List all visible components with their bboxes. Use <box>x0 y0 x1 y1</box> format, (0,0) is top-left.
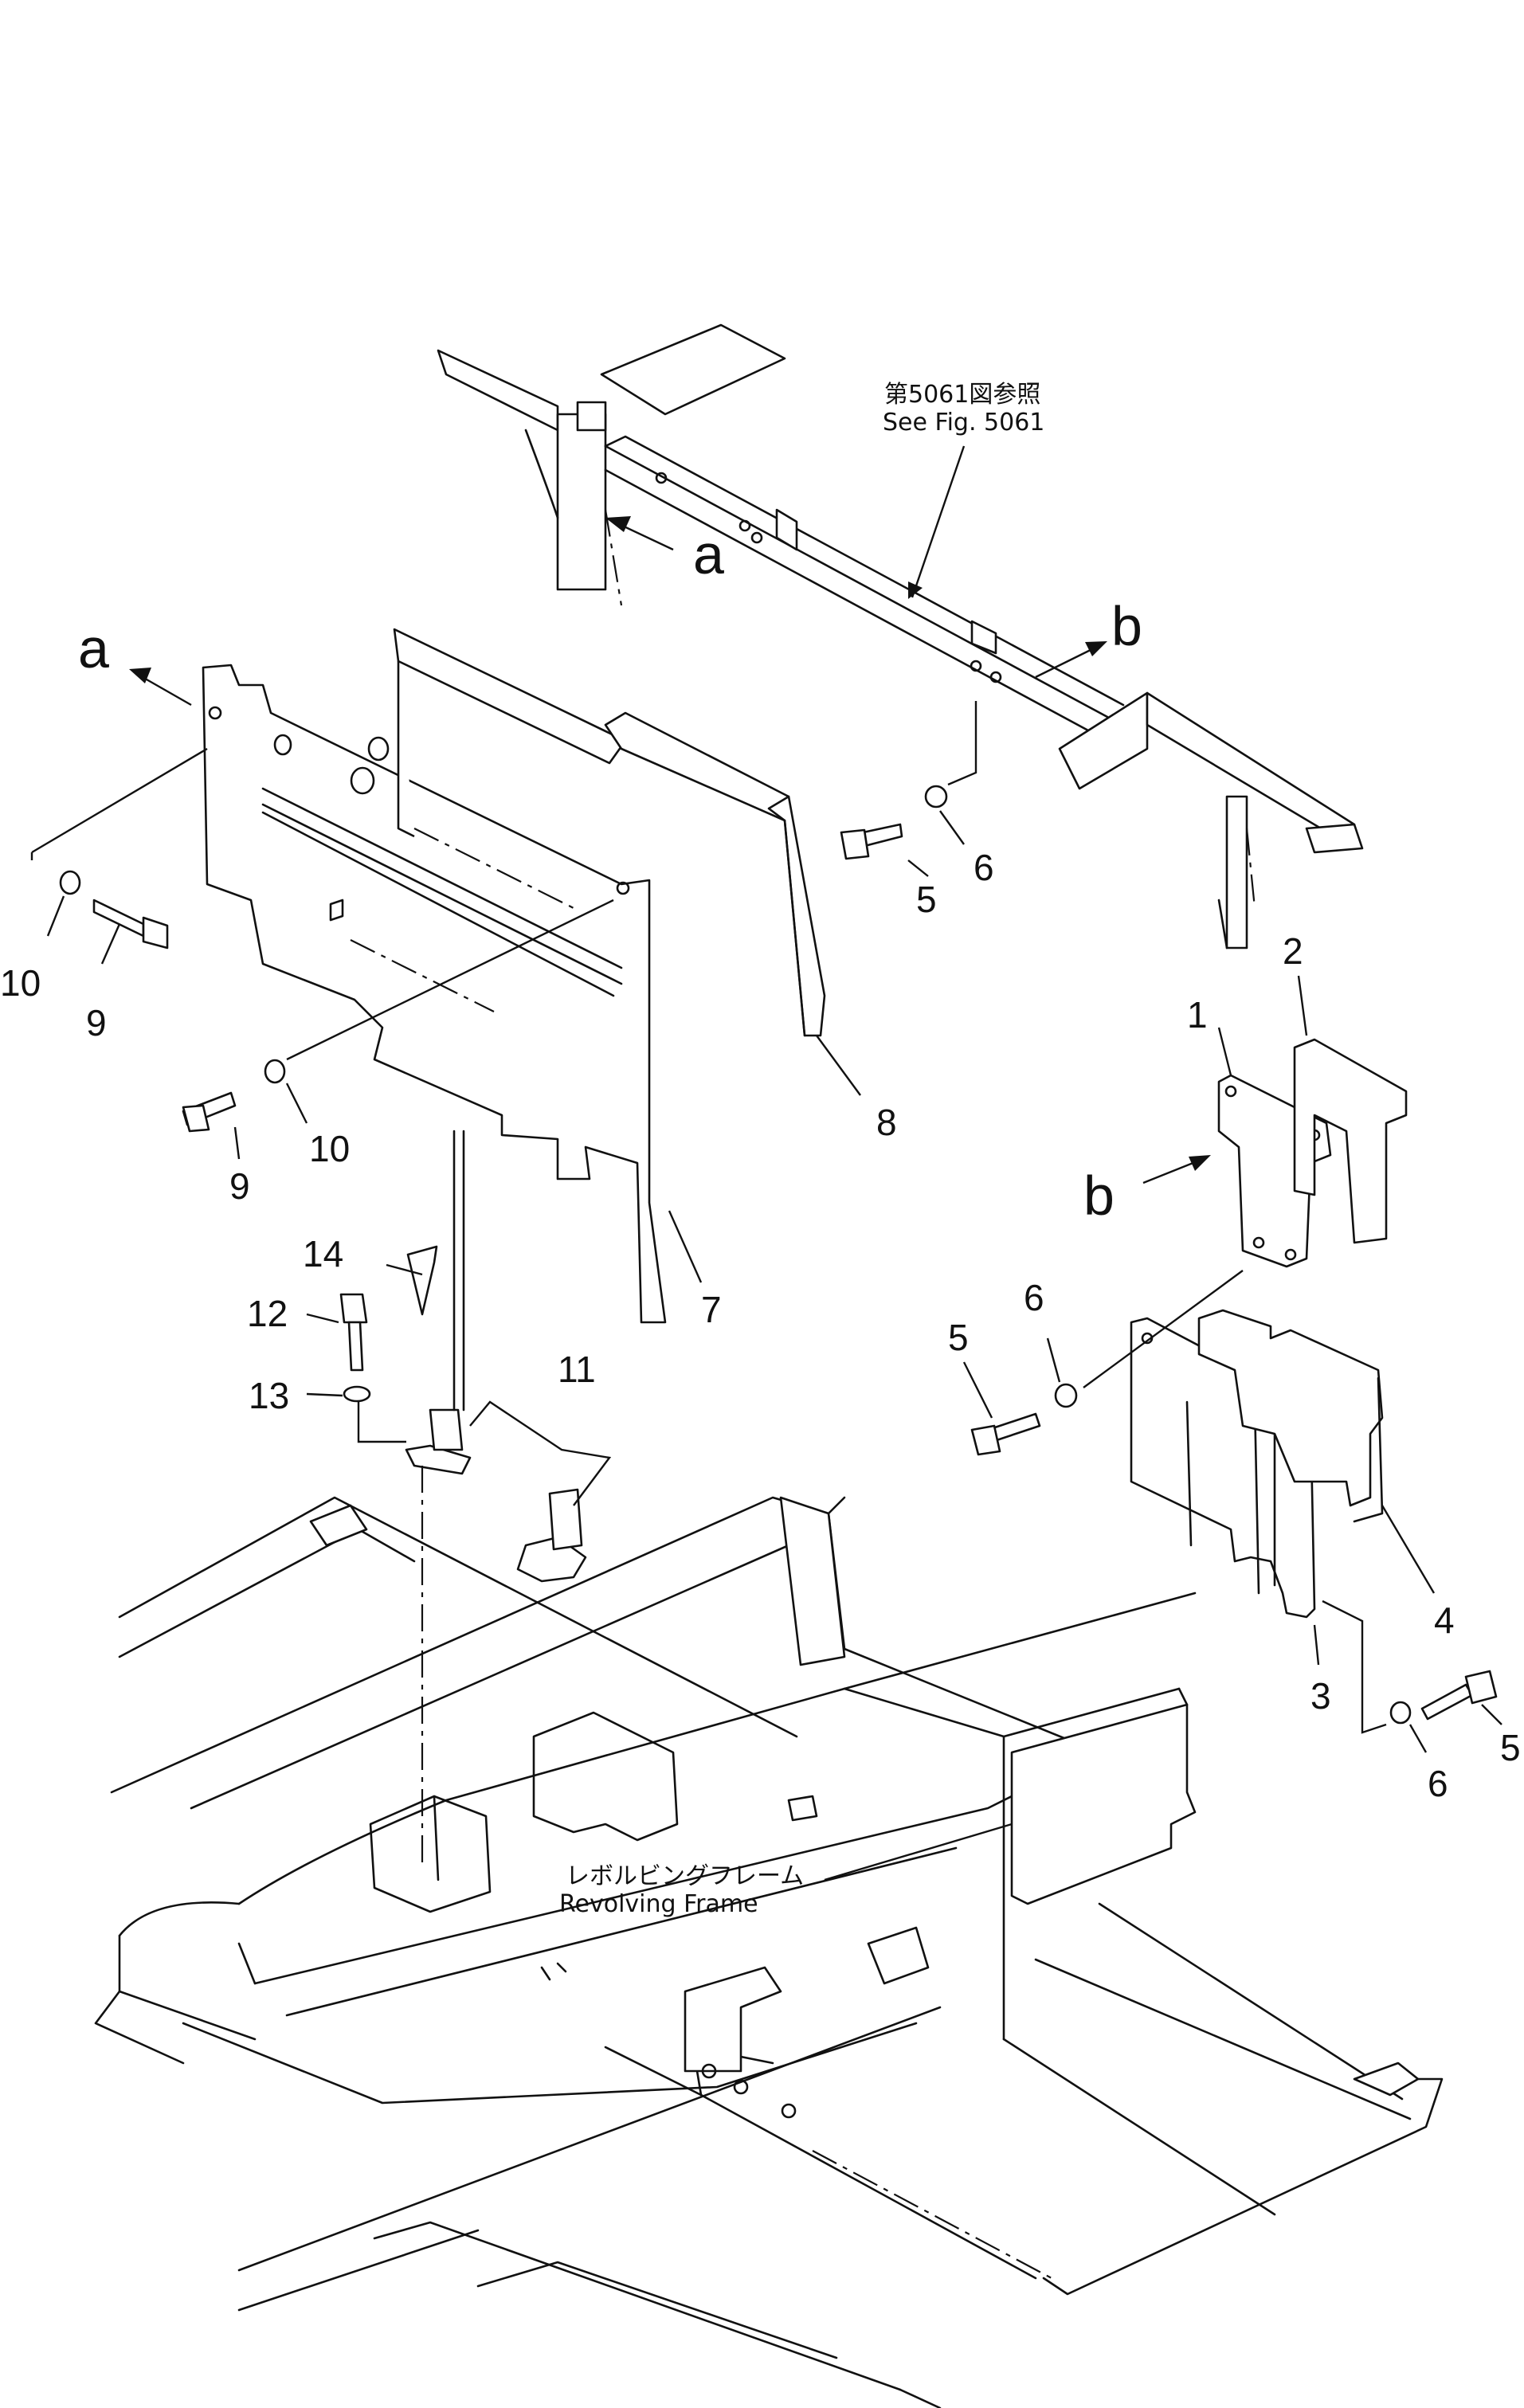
bolt-5-upper <box>840 701 977 860</box>
callout-8: 8 <box>876 1102 897 1143</box>
callout-5-lower: 5 <box>1500 1727 1521 1768</box>
callout-11: 11 <box>558 1349 596 1390</box>
revolving-frame <box>94 939 1444 2408</box>
view-letter-b-top: b <box>1111 595 1142 657</box>
callout-6-upper: 6 <box>974 847 994 888</box>
pad-4 <box>1197 1309 1384 1523</box>
callout-5-mid: 5 <box>948 1317 969 1358</box>
callout-14: 14 <box>303 1233 343 1274</box>
callout-7: 7 <box>701 1289 722 1330</box>
bolt-9-lower <box>182 899 614 1133</box>
washer-13 <box>343 1385 371 1403</box>
callout-2: 2 <box>1283 930 1303 972</box>
view-marker-a-top: a <box>605 516 724 585</box>
reference-note-en: See Fig. 5061 <box>883 409 1044 437</box>
bolt-5-mid <box>970 1270 1244 1456</box>
callout-1: 1 <box>1187 994 1208 1036</box>
callout-leaders <box>46 810 1502 1753</box>
frame-label-en: Revolving Frame <box>559 1890 758 1918</box>
callout-3: 3 <box>1310 1675 1331 1717</box>
panel-8 <box>393 628 826 1037</box>
frame-label: レボルビングフレーム Revolving Frame <box>559 1862 804 1918</box>
callout-12: 12 <box>247 1293 288 1334</box>
view-letter-a-top: a <box>693 523 724 585</box>
bolt-12 <box>339 1293 368 1372</box>
callout-6-lower: 6 <box>1428 1763 1448 1804</box>
bolt-9-upper <box>30 747 208 949</box>
view-marker-b-right: b <box>1083 1155 1211 1227</box>
callout-4: 4 <box>1434 1599 1455 1641</box>
cover-plate-7 <box>202 664 667 1324</box>
catch-11 <box>357 1130 612 1583</box>
pad-2 <box>1293 1038 1408 1244</box>
upper-frame-assembly <box>437 323 1364 949</box>
screw-14 <box>406 1245 438 1316</box>
callout-6-mid: 6 <box>1024 1277 1044 1318</box>
callout-9-upper: 9 <box>86 1002 107 1043</box>
callout-10-upper: 10 <box>0 962 41 1004</box>
view-marker-b-top: b <box>1035 595 1142 679</box>
callout-9-lower: 9 <box>229 1165 250 1207</box>
frame-label-jp: レボルビングフレーム <box>566 1862 804 1890</box>
callout-13: 13 <box>249 1375 289 1416</box>
bolt-5-lower <box>1322 1599 1498 1734</box>
reference-note-jp: 第5061図参照 <box>884 381 1040 409</box>
callout-numbers: 1 2 3 4 5 6 5 6 5 6 7 8 9 10 9 10 11 12 … <box>0 847 1521 1804</box>
callout-5-upper: 5 <box>916 879 937 920</box>
view-letter-b-right: b <box>1083 1165 1115 1227</box>
view-marker-a-left: a <box>78 617 192 707</box>
callout-10-lower: 10 <box>309 1128 350 1169</box>
reference-note: 第5061図参照 See Fig. 5061 <box>883 381 1044 437</box>
view-letter-a-left: a <box>78 617 109 679</box>
